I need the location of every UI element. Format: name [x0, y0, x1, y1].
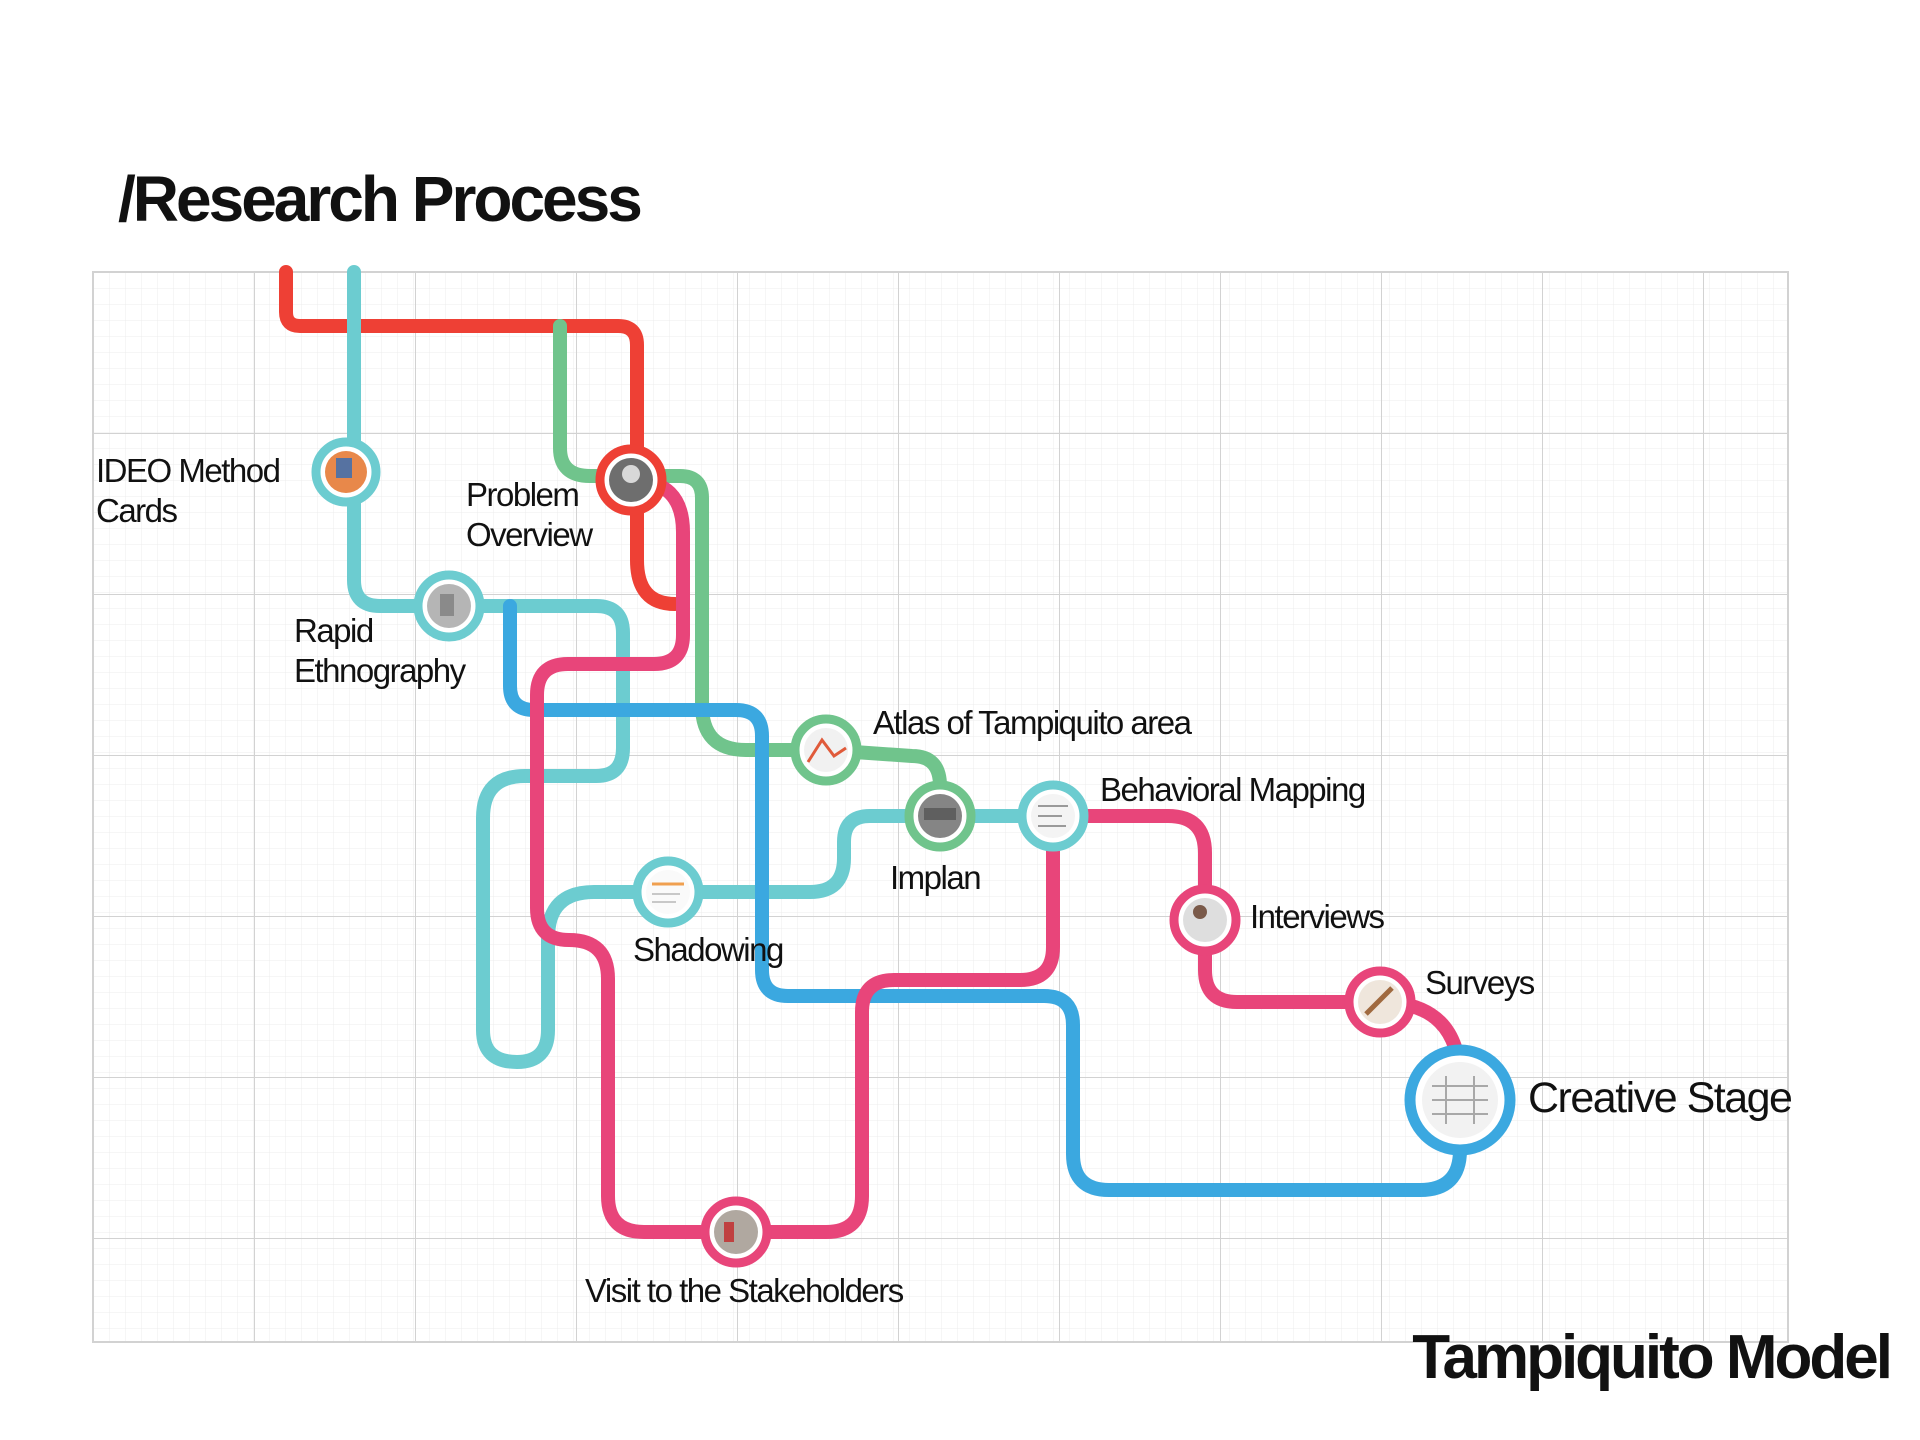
station-label-line: Implan [890, 859, 980, 896]
station-rapid-ethnography[interactable] [413, 570, 485, 642]
station-label-line: Behavioral Mapping [1100, 771, 1365, 808]
station-label-line: Overview [466, 516, 593, 553]
station-implan[interactable] [904, 780, 976, 852]
label-visit-to-the-stakeholders: Visit to the Stakeholders [585, 1272, 904, 1309]
station-behavioral-mapping[interactable] [1017, 780, 1089, 852]
red-line [279, 265, 682, 611]
teal-line [347, 265, 1060, 1069]
label-implan: Implan [890, 859, 980, 896]
station-atlas-of-tampiquito[interactable] [790, 714, 862, 786]
station-label-line: Atlas of Tampiquito area [873, 704, 1193, 741]
station-label-line: Visit to the Stakeholders [585, 1272, 904, 1309]
stakeholders-thumbnail-icon [714, 1210, 758, 1254]
station-label-line: IDEO Method [96, 452, 280, 489]
page-title: /Research Process [118, 163, 643, 235]
station-label-line: Problem [466, 476, 578, 513]
station-visit-to-the-stakeholders[interactable] [700, 1196, 772, 1268]
station-problem-overview[interactable] [595, 444, 667, 516]
station-shadowing[interactable] [632, 856, 704, 928]
station-label-line: Surveys [1425, 964, 1535, 1001]
station-label-line: Creative Stage [1528, 1074, 1791, 1122]
label-interviews: Interviews [1250, 898, 1385, 935]
interviews-thumbnail-icon [1183, 898, 1227, 942]
blue-line [503, 599, 1467, 1197]
station-label-line: Cards [96, 492, 178, 529]
label-behavioral-mapping: Behavioral Mapping [1100, 771, 1365, 808]
label-atlas-of-tampiquito: Atlas of Tampiquito area [873, 704, 1193, 741]
station-creative-stage[interactable] [1404, 1044, 1516, 1156]
station-ideo-method-cards[interactable] [311, 437, 381, 507]
shadowing-thumbnail-icon [646, 870, 690, 914]
label-surveys: Surveys [1425, 964, 1535, 1001]
station-interviews[interactable] [1169, 884, 1241, 956]
pink-line [530, 473, 1467, 1239]
station-label-line: Rapid [294, 612, 373, 649]
label-creative-stage: Creative Stage [1528, 1074, 1791, 1122]
model-title: Tampiquito Model [1412, 1323, 1893, 1392]
station-label-line: Ethnography [294, 652, 467, 689]
atlas-thumbnail-icon [804, 728, 848, 772]
station-label-line: Shadowing [633, 931, 783, 968]
station-label-line: Interviews [1250, 898, 1385, 935]
station-surveys[interactable] [1344, 966, 1416, 1038]
label-shadowing: Shadowing [633, 931, 783, 968]
